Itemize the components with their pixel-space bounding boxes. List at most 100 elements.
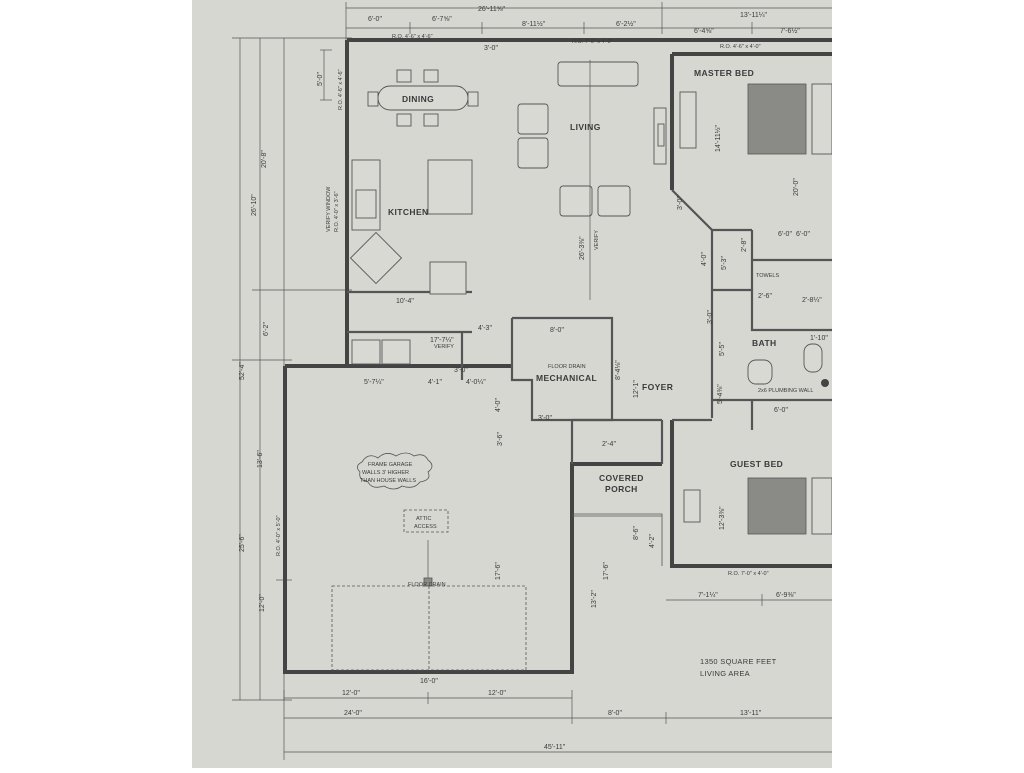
- dim-bottom-porch: 8'-0": [608, 710, 622, 717]
- dim-bottom-g2: 12'-0": [488, 690, 506, 697]
- dim-hall-width: 17'-7¼": [430, 337, 454, 344]
- dim-top-4: 6'-2½": [616, 20, 636, 28]
- dim-1-10: 1'-10": [810, 335, 828, 342]
- dim-2-6: 2'-6": [758, 293, 772, 300]
- dim-left-lower: 6'-2": [263, 322, 270, 336]
- plan-notes: FRAME GARAGE WALLS 3' HIGHER THAN HOUSE …: [276, 34, 813, 588]
- guest-bed: [683, 477, 833, 535]
- room-labels: DINING LIVING KITCHEN MASTER BED BATH ME…: [388, 68, 783, 494]
- dim-5-5: 5'-5": [719, 342, 726, 356]
- bath-fixtures: [747, 343, 829, 387]
- dim-6-0-a: 6'-0": [778, 231, 792, 238]
- dim-master-20: 20'-0": [793, 178, 800, 196]
- dim-4-0-vertical: 4'-0": [495, 398, 502, 412]
- note-ro-top-2: R.O. 7'-0" x 4'-0": [572, 39, 613, 45]
- note-verify-2: VERIFY: [434, 344, 454, 350]
- dim-living-height: 26'-3⅜": [579, 236, 586, 260]
- dim-guest-width-1: 7'-1¼": [698, 592, 718, 599]
- dim-guest-width-2: 6'-9⅜": [776, 592, 796, 599]
- room-label-master-bed: MASTER BED: [694, 68, 754, 78]
- note-ro-garage: R.O. 4'-0" x 5'-0": [276, 515, 282, 556]
- dim-mech-height: 8'-4⅛": [615, 360, 622, 380]
- dim-top-right-overall: 13'-11¼": [740, 12, 768, 19]
- dim-mech-width: 8'-0": [550, 327, 564, 334]
- dim-left-window: 5'-0": [317, 72, 324, 86]
- note-garage-3: THAN HOUSE WALLS: [360, 478, 416, 484]
- dim-3-0-c: 3'-0": [454, 367, 468, 374]
- note-floor-drain-mech: FLOOR DRAIN: [548, 364, 586, 370]
- dim-bottom-g-total: 24'-0": [344, 710, 362, 717]
- room-label-living: LIVING: [570, 122, 601, 132]
- dim-foyer-height: 12'-1": [633, 380, 640, 398]
- dim-4-1: 4'-1": [428, 379, 442, 386]
- dim-left-house: 26'-10": [251, 194, 258, 216]
- note-garage-1: FRAME GARAGE: [368, 462, 413, 468]
- dimension-text-top: 26'-11⅝" 13'-11¼" 6'-0" 6'-7⅝" 8'-11½" 6…: [368, 6, 800, 35]
- dim-5-7: 5'-7¼": [364, 379, 384, 386]
- dim-13-2: 13'-2": [591, 590, 598, 608]
- dim-4-0-c: 4'-0": [701, 252, 708, 266]
- master-bed: [679, 83, 833, 155]
- dim-top-overall: 26'-11⅝": [478, 6, 506, 13]
- garage-features: [331, 452, 527, 671]
- dim-3-0-b: 3'-0": [677, 196, 684, 210]
- dim-2-4: 2'-4": [602, 441, 616, 448]
- dim-3-0-a: 3'-0": [484, 45, 498, 52]
- dim-kitchen-width: 10'-4": [396, 298, 414, 305]
- dim-bottom-door: 16'-0": [420, 678, 438, 685]
- exterior-walls: [283, 38, 832, 674]
- dim-left-garage-lower: 12'-0": [259, 594, 266, 612]
- dim-6-0-b: 6'-0": [774, 407, 788, 414]
- dim-2-8-b: 2'-8¼": [802, 297, 822, 304]
- dim-left-garage-upper: 13'-6": [257, 450, 264, 468]
- room-label-mechanical: MECHANICAL: [536, 373, 597, 383]
- floor-plan-drawing: DINING LIVING KITCHEN MASTER BED BATH ME…: [232, 2, 833, 760]
- dim-8-6: 8'-6": [633, 526, 640, 540]
- note-ro-left-1: R.O. 4'-6" x 4'-6": [338, 69, 344, 110]
- dim-left-upper: 20'-8": [261, 150, 268, 168]
- note-attic-2: ACCESS: [414, 524, 437, 530]
- dim-top-6: 7'-6½": [780, 27, 800, 35]
- dimension-text-left: 52'-4" 26'-10" 20'-8" 6'-2" 5'-0" 25'-6"…: [239, 72, 324, 612]
- room-label-dining: DINING: [402, 94, 434, 104]
- note-verify-window: VERIFY WINDOW: [326, 186, 332, 232]
- area-line-2: LIVING AREA: [700, 669, 750, 678]
- note-ro-bottom: R.O. 7'-0" x 4'-0": [728, 571, 769, 577]
- dim-2-8: 2'-8": [741, 238, 748, 252]
- dim-4-3: 4'-3": [478, 325, 492, 332]
- dim-master-height: 14'-11½": [714, 124, 722, 152]
- dim-3-0-e: 3'-0": [707, 310, 714, 324]
- note-plumbing-wall: 2x6 PLUMBING WALL: [758, 388, 813, 394]
- dim-bottom-right: 13'-11": [740, 710, 762, 717]
- room-label-covered: COVERED: [599, 473, 644, 483]
- note-attic-1: ATTIC: [416, 516, 432, 522]
- note-ro-left-2: R.O. 4'-0" x 3'-6": [334, 191, 340, 232]
- dim-3-0-d: 3'-0": [538, 415, 552, 422]
- dim-guest-height: 12'-3⅜": [719, 506, 726, 530]
- note-towels: TOWELS: [756, 273, 779, 279]
- living-furniture: [517, 60, 667, 300]
- dim-4-0: 4'-0¼": [466, 379, 486, 386]
- blueprint-sheet: DINING LIVING KITCHEN MASTER BED BATH ME…: [192, 0, 833, 768]
- dimension-text-bottom: 12'-0" 12'-0" 16'-0" 24'-0" 8'-0" 13'-11…: [342, 678, 762, 751]
- dim-17-6-b: 17'-6": [603, 562, 610, 580]
- area-line-1: 1350 SQUARE FEET: [700, 657, 777, 666]
- room-label-kitchen: KITCHEN: [388, 207, 429, 217]
- area-summary: 1350 SQUARE FEET LIVING AREA: [700, 657, 777, 678]
- dim-left-garage-total: 25'-6": [239, 534, 246, 552]
- dim-top-3: 8'-11½": [522, 20, 546, 28]
- dimension-text-interior: 10'-4" 17'-7¼" 4'-3" 8'-0" 8'-4⅛" 5'-7¼"…: [364, 45, 828, 608]
- dim-3-6: 3'-6": [497, 432, 504, 446]
- dim-bottom-overall: 45'-11": [544, 744, 566, 751]
- room-label-foyer: FOYER: [642, 382, 673, 392]
- kitchen-fixtures: [349, 159, 473, 365]
- dim-top-5: 6'-4⅝": [694, 28, 714, 35]
- dim-top-2: 6'-7⅝": [432, 16, 452, 23]
- dim-5-3: 5'-3": [721, 256, 728, 270]
- dim-4-2: 4'-2": [649, 534, 656, 548]
- note-garage-2: WALLS 3' HIGHER: [362, 470, 409, 476]
- room-label-porch: PORCH: [605, 484, 638, 494]
- note-floor-drain-garage: FLOOR DRAIN: [408, 582, 446, 588]
- dim-bottom-g1: 12'-0": [342, 690, 360, 697]
